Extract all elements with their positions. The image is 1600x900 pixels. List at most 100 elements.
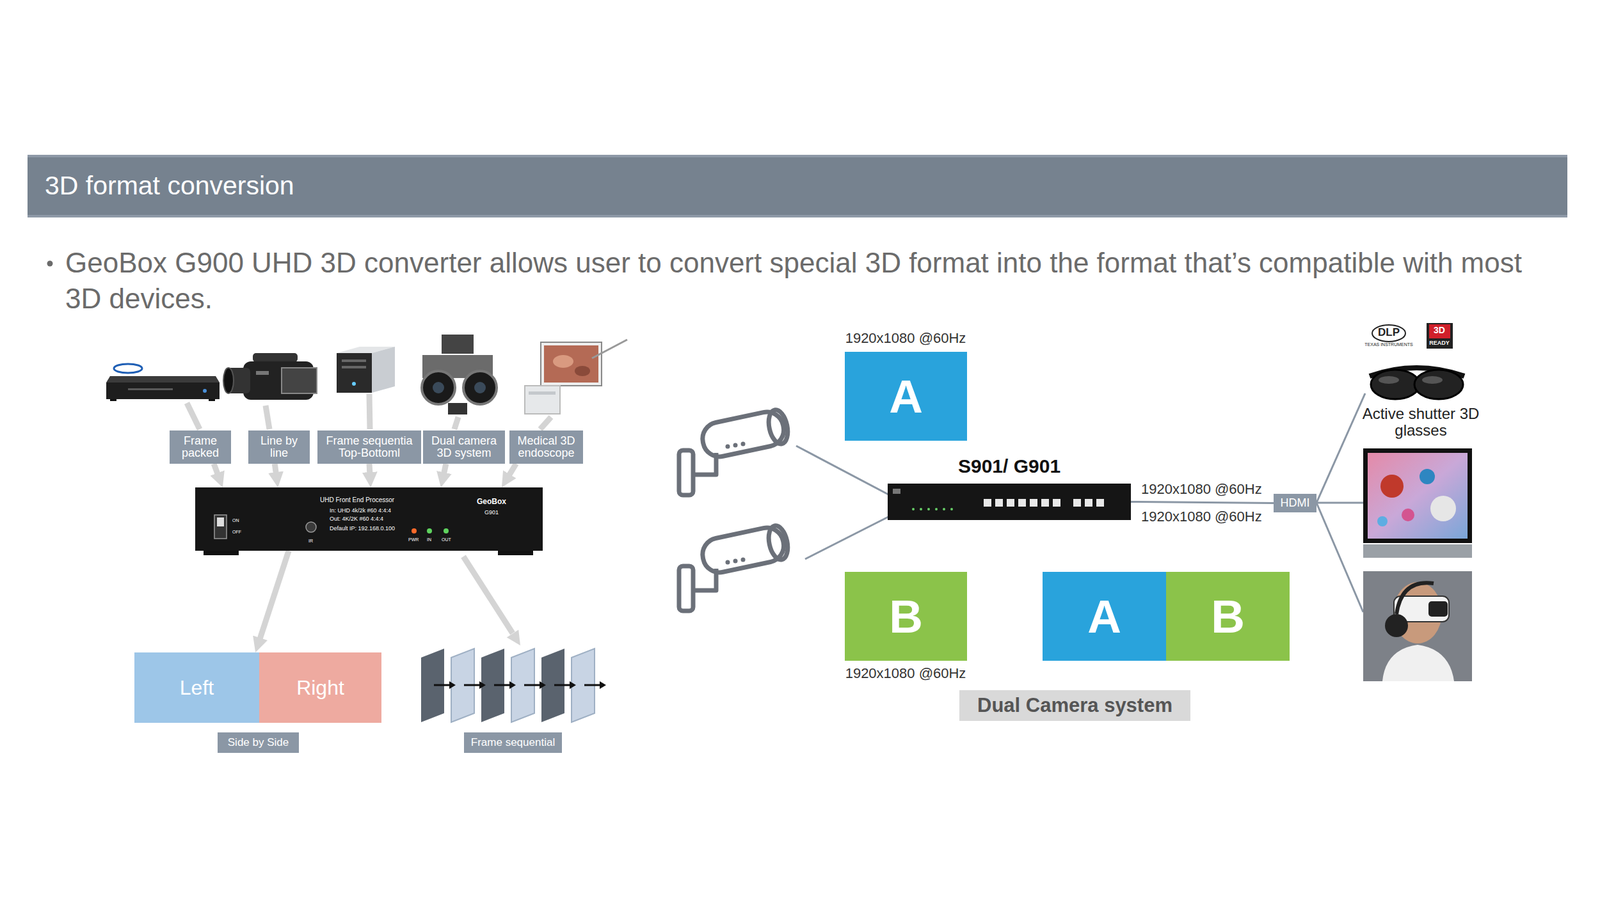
shutter-glasses [1422, 376, 1443, 384]
front-button [983, 499, 992, 507]
node-text: Side by Side [227, 736, 289, 750]
camera-a-frame: A [844, 352, 968, 441]
resolution-label: 1920x1080 @60Hz [845, 665, 967, 682]
connector [369, 464, 370, 480]
device-marking: S901/ G901 [887, 455, 1131, 479]
front-button [1052, 499, 1061, 507]
source-arrow [540, 417, 552, 430]
security-camera [741, 442, 746, 447]
source-label: Frame packed [169, 430, 232, 464]
3d-television [1363, 448, 1472, 544]
security-camera [699, 524, 791, 576]
status-led [411, 528, 417, 534]
frame-sequence [494, 684, 510, 687]
node-text: Medical 3D endoscope [512, 435, 581, 460]
connector [442, 464, 446, 480]
front-button [1073, 499, 1081, 507]
logo-text: TEXAS INSTRUMENTS [1364, 342, 1413, 348]
dual-camera-rig [474, 382, 486, 394]
bluray-player [110, 399, 117, 402]
resolution-label: 1920x1080 @60Hz [1141, 508, 1263, 525]
hdmi-wire [1316, 502, 1364, 505]
security-camera [741, 558, 746, 563]
device-marking: ON [232, 518, 240, 524]
endoscope-monitor [592, 339, 628, 359]
bluray-player [128, 388, 173, 391]
status-led [935, 508, 938, 511]
3d-television [1419, 469, 1435, 485]
node-text: B [888, 590, 923, 644]
node-text: HDMI [1280, 496, 1311, 511]
hdmi-wire [1316, 503, 1364, 613]
frame-sequence [599, 681, 607, 690]
vr-headset-user [1428, 601, 1448, 617]
output-arrow [506, 630, 521, 647]
vr-headset-user [1363, 571, 1472, 682]
frame-sequence [539, 681, 546, 690]
status-led [912, 508, 915, 511]
security-camera [733, 443, 738, 448]
3d-television [1363, 448, 1472, 559]
node-text: Left [179, 676, 214, 701]
frame-sequence [554, 684, 570, 687]
shutter-glasses [1378, 376, 1400, 384]
node-text: Right [296, 676, 345, 701]
vr-headset-user [1363, 571, 1472, 682]
endoscope-monitor [524, 339, 628, 415]
dual-camera-rig [448, 403, 468, 415]
endoscope-monitor [524, 385, 560, 415]
status-led [443, 528, 449, 534]
system-caption: Dual Camera system [959, 690, 1191, 722]
vr-headset-user [1396, 583, 1434, 615]
3d-ready-logo [1426, 323, 1453, 349]
bluray-player [202, 389, 207, 393]
combined-a-half: A [1042, 572, 1167, 662]
server-tower [341, 359, 367, 363]
3d-television [1363, 544, 1472, 559]
vr-headset-user [1384, 614, 1408, 638]
node-text: A [888, 369, 923, 424]
security-camera [679, 450, 694, 496]
source-label: Medical 3D endoscope [509, 430, 584, 464]
bluray-player [113, 364, 143, 374]
camcorder [281, 368, 317, 394]
source-arrow [454, 417, 459, 430]
endoscope-monitor [574, 366, 591, 377]
node-text: A [1087, 590, 1122, 644]
node-text: 3D format conversion [44, 170, 295, 201]
device-caption: Active shutter 3D glasses [1353, 405, 1488, 440]
source-arrow [186, 403, 200, 430]
frame-sequence [479, 681, 486, 690]
security-camera [725, 558, 746, 566]
combined-b-half: B [1166, 572, 1290, 662]
status-led [919, 508, 923, 511]
frame-sequence [509, 681, 516, 690]
status-led [426, 528, 432, 534]
frame-sequence [433, 684, 450, 687]
server-tower [336, 353, 372, 393]
source-label: Frame sequentia Top-Bottoml [317, 430, 422, 464]
3d-ready-logo [1429, 324, 1451, 339]
device-marking: In: UHD 4k/2k #60 4:4:4 [329, 507, 392, 514]
endoscope-monitor [552, 355, 574, 368]
bluray-player [208, 399, 216, 402]
endoscope-monitor [528, 391, 556, 395]
vr-headset-user [1382, 645, 1455, 682]
connector [1130, 502, 1274, 504]
frame-sequence [464, 684, 480, 687]
connector [274, 464, 277, 480]
endoscope-monitor [540, 342, 602, 386]
device-marking: Default IP: 192.168.0.100 [329, 525, 395, 532]
server-tower [336, 346, 395, 393]
3d-television [1367, 453, 1468, 539]
security-camera [699, 408, 787, 460]
status-led [927, 508, 930, 511]
connector [505, 464, 516, 482]
dual-camera-rig [441, 334, 474, 354]
output-arrow [463, 556, 521, 646]
frame-sequence [584, 684, 600, 687]
security-camera [679, 408, 791, 496]
format-caption: Side by Side [217, 732, 299, 754]
